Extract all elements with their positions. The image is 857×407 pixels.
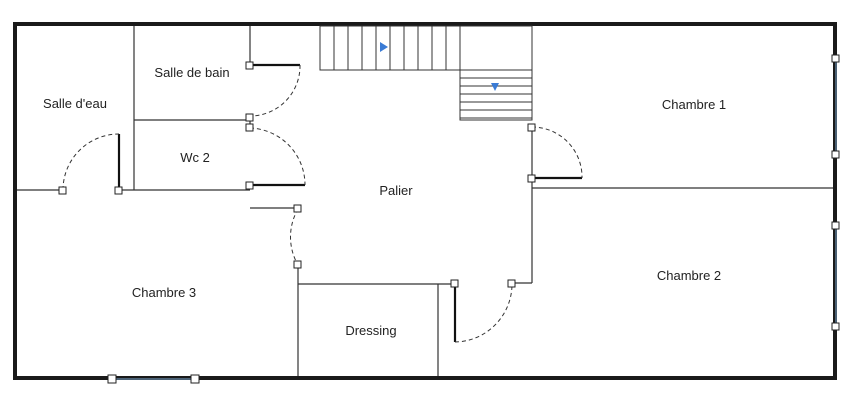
room-label-salle-eau: Salle d'eau [43,96,107,111]
room-label-palier: Palier [379,183,413,198]
stair-arrow-down-icon [491,83,499,91]
room-label-salle-de-bain: Salle de bain [154,65,229,80]
stair-arrow-right-icon [380,42,388,52]
room-label-wc2: Wc 2 [180,150,210,165]
room-label-chambre2: Chambre 2 [657,268,721,283]
room-label-dressing: Dressing [345,323,396,338]
staircase [319,25,533,121]
room-label-chambre3: Chambre 3 [132,285,196,300]
windows-right [831,54,840,331]
outer-walls [13,22,837,380]
room-labels: Salle d'eau Salle de bain Wc 2 Palier Ch… [43,65,726,338]
interior-walls [17,26,833,376]
window-bottom [107,374,200,384]
room-label-chambre1: Chambre 1 [662,97,726,112]
doors [58,61,583,343]
